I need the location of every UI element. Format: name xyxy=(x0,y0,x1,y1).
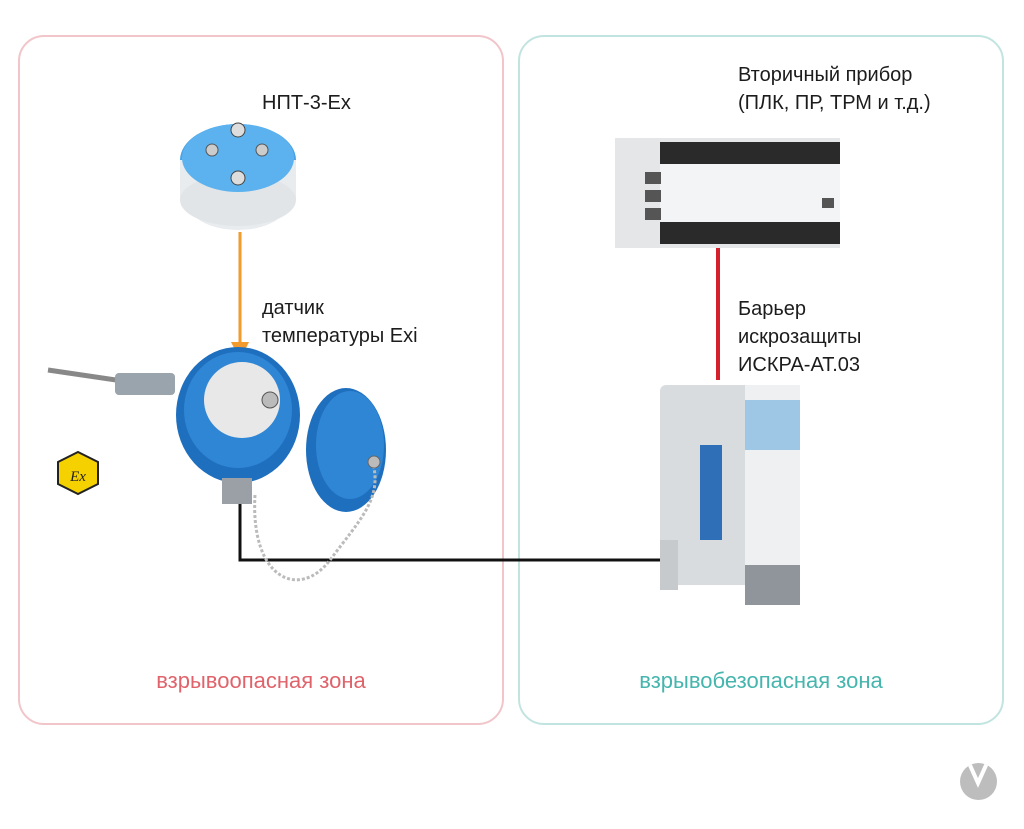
ex-mark-text: Ex xyxy=(69,469,86,485)
barrier-label-line3: ИСКРА-АТ.03 xyxy=(738,354,861,376)
secondary-device-label-line2: (ПЛК, ПР, ТРМ и т.д.) xyxy=(738,92,931,114)
hazardous-zone-label: взрывоопасная зона xyxy=(156,668,366,693)
safe-zone xyxy=(518,35,1004,725)
barrier-label-line2: искрозащиты xyxy=(738,326,862,348)
signal-cable xyxy=(238,500,668,562)
brand-logo-icon xyxy=(960,763,997,800)
transmitter-image xyxy=(180,122,296,230)
sensor-label-line1: датчик xyxy=(262,297,324,319)
temperature-sensor-image xyxy=(47,347,386,582)
secondary-device-label-line1: Вторичный прибор xyxy=(738,64,913,86)
transmitter-label: НПТ-3-Ex xyxy=(262,92,351,114)
plc-image xyxy=(615,138,840,248)
hazardous-zone xyxy=(18,35,504,725)
ex-hazard-mark xyxy=(57,450,99,496)
barrier-label-line1: Барьер xyxy=(738,298,807,320)
safe-zone-label: взрывобезопасная зона xyxy=(639,668,883,693)
sensor-label-line2: температуры Exi xyxy=(262,325,418,347)
barrier-image xyxy=(660,385,800,605)
